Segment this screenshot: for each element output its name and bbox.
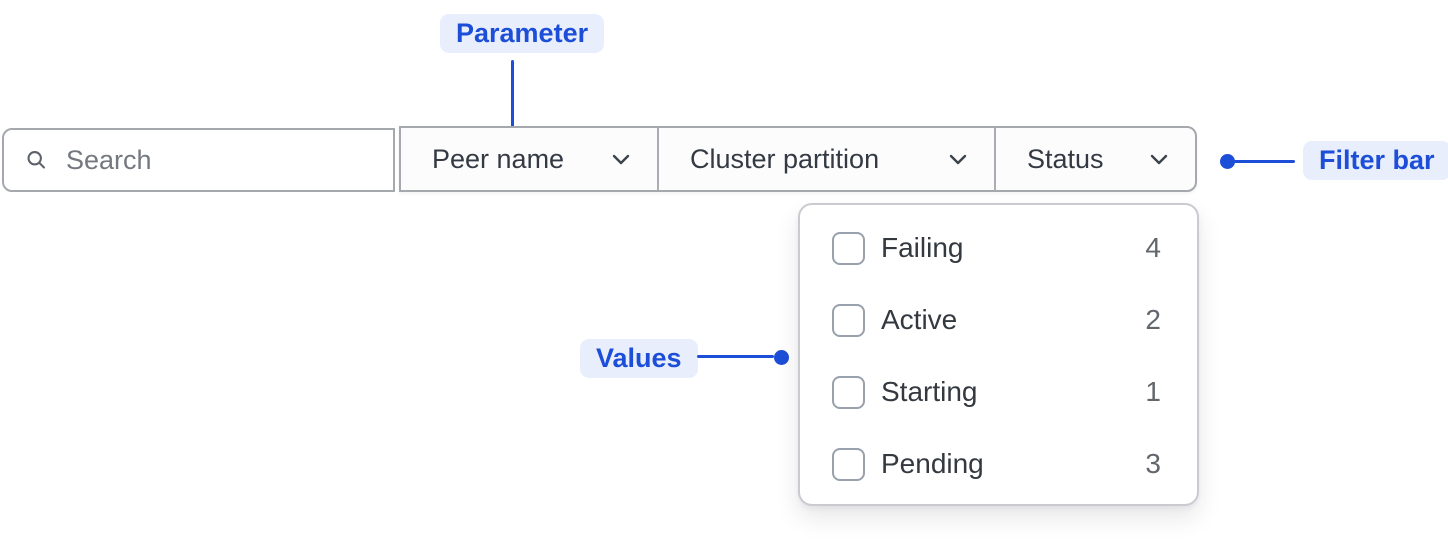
- checkbox-starting[interactable]: [832, 375, 865, 409]
- dropdown-option-active[interactable]: Active 2: [800, 284, 1197, 356]
- annotation-values-label: Values: [580, 339, 698, 378]
- checkbox-failing[interactable]: [832, 231, 865, 265]
- chevron-down-icon: [1150, 154, 1168, 165]
- option-label: Pending: [881, 448, 984, 479]
- dropdown-option-pending[interactable]: Pending 3: [800, 428, 1197, 500]
- search-icon: [27, 151, 45, 169]
- filter-dropdown-label: Cluster partition: [690, 143, 880, 174]
- annotation-parameter-connector: [511, 60, 514, 134]
- chevron-down-icon: [949, 154, 967, 165]
- annotation-values-dot: [774, 350, 789, 365]
- search-box[interactable]: [2, 128, 395, 192]
- annotation-parameter-label: Parameter: [440, 14, 605, 53]
- filter-token-group: Peer name Cluster partition Status: [399, 126, 1197, 192]
- filter-dropdown-cluster-partition[interactable]: Cluster partition: [657, 128, 994, 190]
- filter-bar: Peer name Cluster partition Status: [2, 126, 1197, 192]
- option-label: Starting: [881, 376, 978, 407]
- dropdown-option-failing[interactable]: Failing 4: [800, 212, 1197, 284]
- option-label: Active: [881, 304, 958, 335]
- filter-dropdown-peer-name[interactable]: Peer name: [401, 128, 657, 190]
- checkbox-pending[interactable]: [832, 447, 865, 481]
- option-count: 3: [1145, 448, 1161, 479]
- checkbox-active[interactable]: [832, 303, 865, 337]
- dropdown-option-starting[interactable]: Starting 1: [800, 356, 1197, 428]
- filter-dropdown-label: Peer name: [432, 143, 565, 174]
- filter-dropdown-label: Status: [1027, 143, 1104, 174]
- chevron-down-icon: [612, 154, 630, 165]
- option-label: Failing: [881, 232, 964, 263]
- filter-dropdown-status[interactable]: Status: [994, 128, 1195, 190]
- option-count: 4: [1145, 232, 1161, 263]
- annotation-filter-bar-connector: [1233, 160, 1295, 163]
- option-count: 1: [1145, 376, 1161, 407]
- annotation-filter-bar-dot: [1220, 154, 1235, 169]
- annotation-filter-bar-label: Filter bar: [1303, 141, 1448, 180]
- search-input[interactable]: [65, 144, 375, 176]
- annotation-values-connector: [697, 355, 774, 358]
- status-values-dropdown: Failing 4 Active 2 Starting 1 Pending 3: [798, 203, 1199, 506]
- option-count: 2: [1145, 304, 1161, 335]
